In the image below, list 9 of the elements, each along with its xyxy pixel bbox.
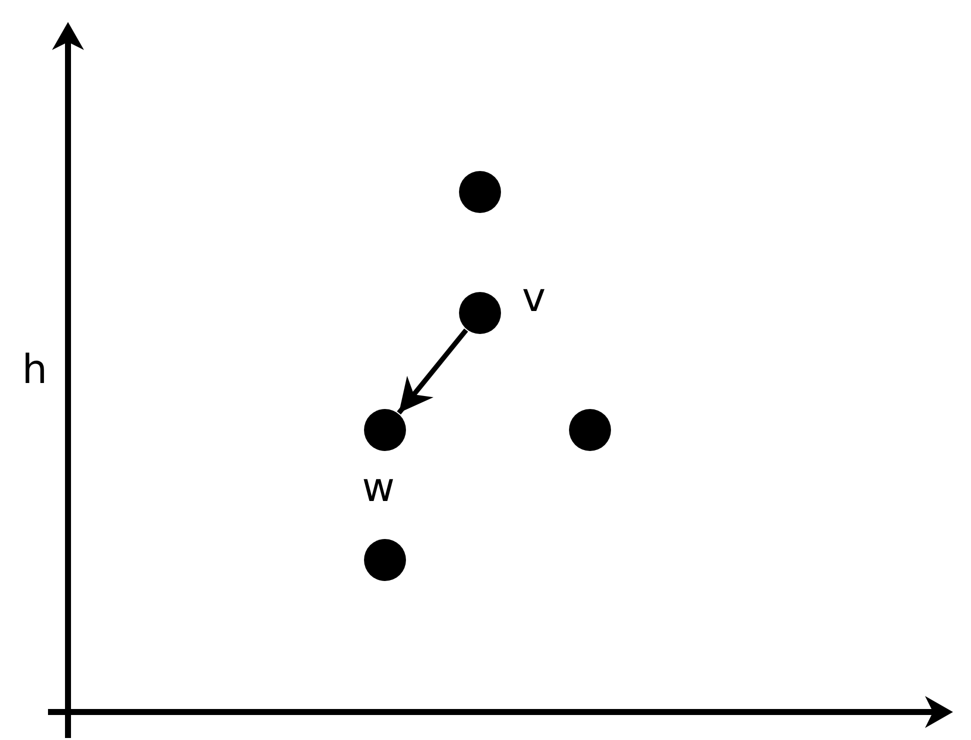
- axis-label: h: [22, 348, 48, 392]
- point-label: v: [522, 276, 546, 320]
- data-point: [364, 409, 406, 451]
- data-point: [459, 171, 501, 213]
- data-point: [364, 539, 406, 581]
- point-label: w: [362, 466, 395, 510]
- data-point: [569, 409, 611, 451]
- arrow: [396, 328, 468, 414]
- data-point: [459, 292, 501, 334]
